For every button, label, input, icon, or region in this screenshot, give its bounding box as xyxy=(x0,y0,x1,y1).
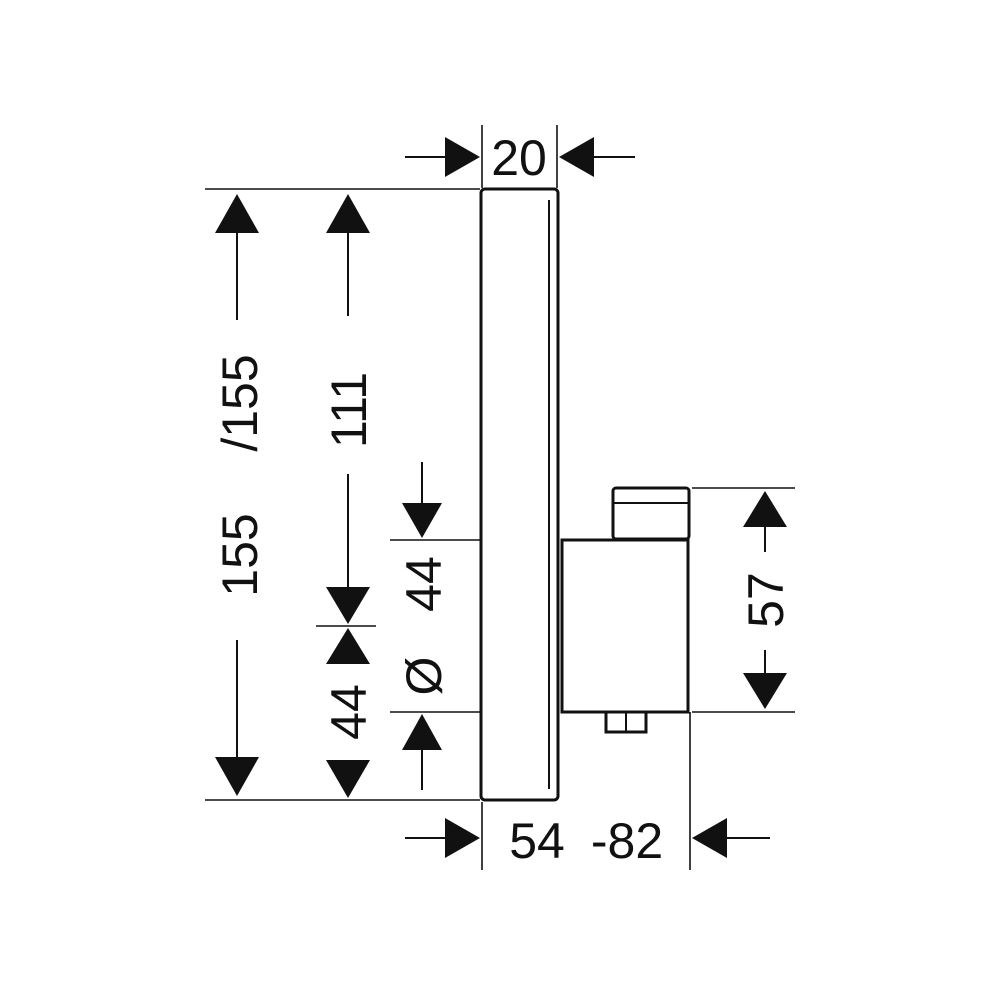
dim-label-20: 20 xyxy=(491,130,547,186)
dim-label-155: 155 xyxy=(212,513,268,596)
dimension-height-155: 155 /155 xyxy=(212,194,268,796)
part-outline xyxy=(479,187,691,802)
arrow-right xyxy=(445,137,480,177)
dimension-diameter-44: 44 Ø xyxy=(396,462,452,790)
dim-label-111: 111 xyxy=(321,372,377,448)
arrow-up xyxy=(215,194,259,233)
arrow-down xyxy=(215,757,259,796)
diameter-symbol: Ø xyxy=(396,657,452,696)
dim-label-44-lower: 44 xyxy=(321,684,377,740)
dim-label-82: -82 xyxy=(591,813,663,869)
arrow-down xyxy=(326,760,370,798)
arrow-up xyxy=(326,194,370,233)
dimension-depth-54-82: 54 -82 xyxy=(405,813,770,869)
dimension-height-57: 57 xyxy=(738,491,794,709)
dim-label-diameter-value: 44 xyxy=(396,556,452,612)
dim-label-54: 54 xyxy=(509,813,565,869)
valve-body xyxy=(560,538,690,714)
arrow-up xyxy=(326,628,370,664)
arrow-right xyxy=(445,818,480,858)
dimension-height-111: 111 xyxy=(321,194,377,624)
arrow-up xyxy=(743,491,787,527)
dim-label-57: 57 xyxy=(738,572,794,628)
extension-lines xyxy=(205,125,795,870)
dimension-height-44-lower: 44 xyxy=(321,628,377,798)
dimension-width-20: 20 xyxy=(405,130,635,186)
arrow-down xyxy=(326,587,370,624)
arrow-up xyxy=(402,714,442,750)
top-cartridge xyxy=(611,486,691,541)
arrow-down xyxy=(743,673,787,709)
arrow-left xyxy=(692,818,727,858)
arrow-down xyxy=(402,503,442,538)
dim-label-155-alt: /155 xyxy=(212,354,268,451)
cover-plate xyxy=(479,187,560,802)
arrow-left xyxy=(559,137,594,177)
